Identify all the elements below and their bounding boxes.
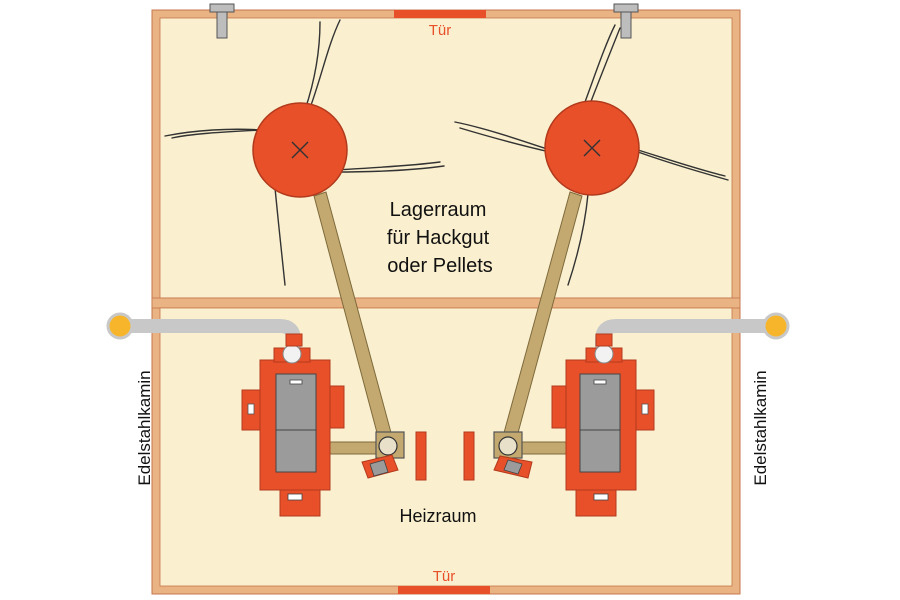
chimney-left <box>106 312 134 340</box>
filling-nozzle-left <box>209 3 235 39</box>
storage-room-label-line1: Lagerraum <box>390 199 487 221</box>
door-bottom-label: Tür <box>433 568 456 585</box>
drive-motor-right <box>463 431 533 481</box>
dividing-wall <box>151 297 741 309</box>
boiler-room-label: Heizraum <box>399 506 476 526</box>
door-top-label: Tür <box>429 22 452 39</box>
door-top <box>394 10 486 18</box>
storage-room-label-line3: oder Pellets <box>387 255 493 277</box>
boiler-room <box>159 307 733 587</box>
chimney-left-label: Edelstahlkamin <box>135 370 154 485</box>
agitator-disc-right <box>544 100 640 196</box>
agitator-disc-left <box>252 102 348 198</box>
chimney-right <box>762 312 790 340</box>
storage-room-label-line2: für Hackgut <box>387 227 490 249</box>
filling-nozzle-right <box>613 3 639 39</box>
door-bottom <box>398 586 490 594</box>
agitator-blades <box>164 19 729 286</box>
drive-motor-left <box>361 431 427 481</box>
building-walls <box>151 9 741 595</box>
chimney-right-label: Edelstahlkamin <box>751 370 770 485</box>
